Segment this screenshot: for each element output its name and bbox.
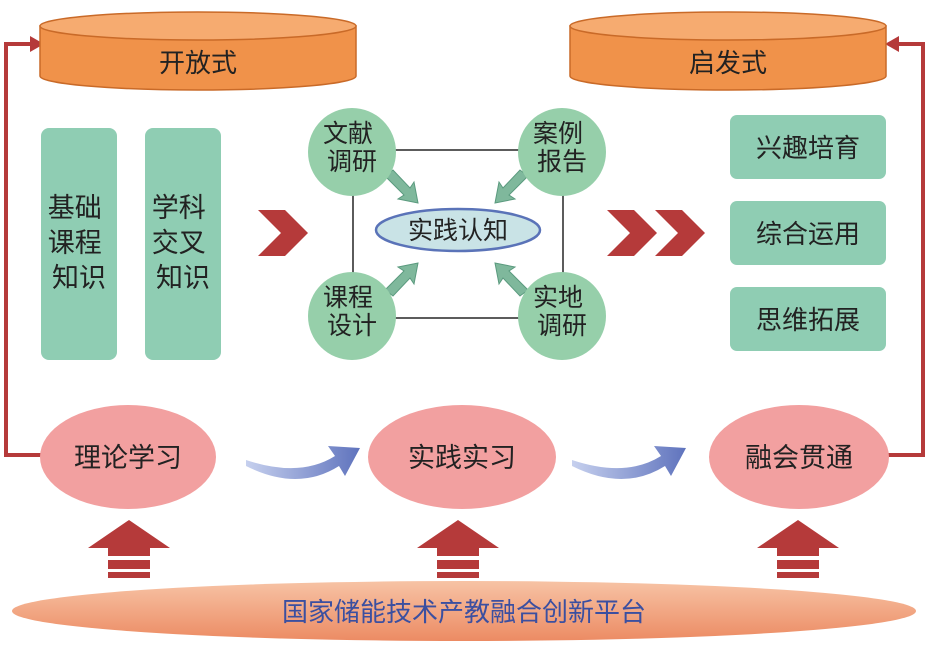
- svg-text:文献 调研: 文献 调研: [323, 119, 381, 176]
- circle-field-line1: 实地: [533, 283, 583, 312]
- svg-text:学科 交叉 知识: 学科 交叉 知识: [152, 193, 215, 294]
- center-practice-cognition: 实践认知: [374, 207, 542, 253]
- stage-practice-label: 实践实习: [408, 443, 516, 474]
- circle-case-line1: 案例: [533, 119, 583, 148]
- chevron-single-icon: [258, 210, 308, 256]
- box-inter-line2: 交叉: [152, 228, 206, 259]
- box-interest-cultivation: 兴趣培育: [730, 115, 886, 179]
- box-basic-line2: 课程: [48, 228, 102, 259]
- cylinder-open-label: 开放式: [159, 49, 237, 79]
- box-basic-knowledge: 基础 课程 知识: [41, 128, 117, 360]
- circle-case-line2: 报告: [537, 147, 587, 176]
- stage-theory-learning: 理论学习: [40, 405, 216, 509]
- svg-text:实地 调研: 实地 调研: [533, 283, 591, 340]
- box-interest-label: 兴趣培育: [756, 134, 860, 164]
- box-inter-line1: 学科: [152, 193, 206, 224]
- diag-arrows: [384, 169, 529, 297]
- circle-course-line1: 课程: [323, 283, 373, 312]
- cylinder-open: 开放式: [39, 11, 357, 91]
- svg-text:基础 课程 知识: 基础 课程 知识: [48, 193, 111, 294]
- up-arrow-left-icon: [88, 520, 170, 578]
- stage-theory-label: 理论学习: [74, 443, 182, 474]
- circle-literature-research: 文献 调研: [308, 108, 396, 196]
- platform-base: 国家储能技术产教融合创新平台: [12, 581, 916, 641]
- up-arrow-middle-icon: [417, 520, 499, 578]
- circle-lit-line1: 文献: [323, 119, 373, 148]
- svg-text:课程 设计: 课程 设计: [323, 283, 381, 340]
- circle-field-research: 实地 调研: [518, 272, 606, 360]
- stage-integration-label: 融会贯通: [745, 443, 853, 474]
- feedback-line-left: [4, 36, 44, 457]
- box-basic-line1: 基础: [48, 193, 102, 224]
- cylinder-heuristic: 启发式: [569, 11, 887, 91]
- curved-arrow-1-icon: [246, 446, 360, 479]
- circle-course-line2: 设计: [327, 311, 377, 340]
- svg-text:案例 报告: 案例 报告: [533, 119, 591, 176]
- cylinder-heuristic-label: 启发式: [689, 49, 767, 79]
- box-thinking-label: 思维拓展: [756, 306, 860, 336]
- box-basic-line3: 知识: [52, 263, 106, 294]
- circle-lit-line2: 调研: [327, 147, 377, 176]
- circle-field-line2: 调研: [537, 311, 587, 340]
- chevron-double-icon: [607, 210, 705, 256]
- practice-cycle-frame: [352, 149, 564, 319]
- platform-label: 国家储能技术产教融合创新平台: [282, 598, 646, 628]
- box-comprehensive-use: 综合运用: [730, 201, 886, 265]
- circle-course-design: 课程 设计: [308, 272, 396, 360]
- box-inter-line3: 知识: [156, 263, 210, 294]
- feedback-line-right: [885, 36, 925, 457]
- box-thinking-expansion: 思维拓展: [730, 287, 886, 351]
- up-arrow-right-icon: [757, 520, 839, 578]
- stage-integration: 融会贯通: [709, 405, 889, 509]
- box-interdisciplinary-knowledge: 学科 交叉 知识: [145, 128, 221, 360]
- stage-practice-internship: 实践实习: [368, 405, 556, 509]
- center-practice-label: 实践认知: [408, 216, 508, 245]
- curved-arrow-2-icon: [572, 446, 686, 479]
- box-comprehensive-label: 综合运用: [756, 220, 860, 250]
- circle-case-report: 案例 报告: [518, 108, 606, 196]
